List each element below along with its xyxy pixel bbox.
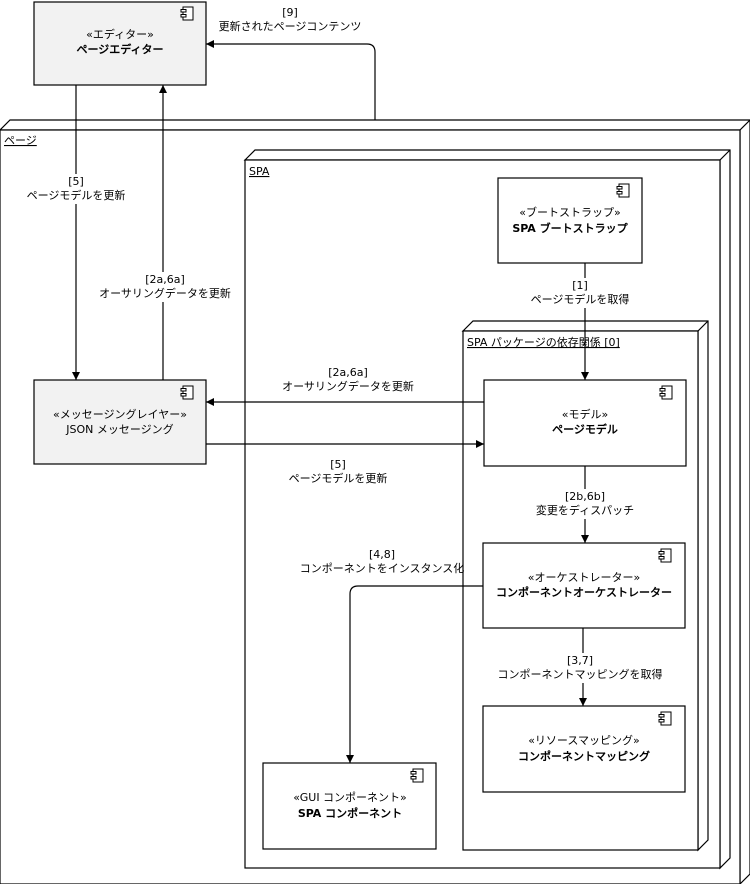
orchestrator-stereotype: «オーケストレーター» xyxy=(528,571,640,584)
model-name: ページモデル xyxy=(552,422,618,436)
edge-2b6b-num: [2b,6b] xyxy=(565,490,605,503)
uml-component-icon xyxy=(658,711,672,726)
component-mapping[interactable]: «リソースマッピング» コンポーネントマッピング xyxy=(482,705,686,793)
component-model[interactable]: «モデル» ページモデル xyxy=(483,379,687,467)
mapping-name: コンポーネントマッピング xyxy=(518,749,650,763)
bootstrap-stereotype: «ブートストラップ» xyxy=(519,205,620,219)
edge-5a-text: ページモデルを更新 xyxy=(27,188,126,202)
component-bootstrap[interactable]: «ブートストラップ» SPA ブートストラップ xyxy=(497,177,643,264)
edge-37-num: [3,7] xyxy=(567,654,593,667)
edge-5b-text: ページモデルを更新 xyxy=(289,471,388,485)
bootstrap-name: SPA ブートストラップ xyxy=(512,221,628,235)
edge-1-text: ページモデルを取得 xyxy=(531,292,630,306)
messaging-name: JSON メッセージング xyxy=(65,422,173,436)
edge-2a-num: [2a,6a] xyxy=(145,273,185,286)
uml-component-icon xyxy=(616,183,630,198)
edge-48-text: コンポーネントをインスタンス化 xyxy=(300,561,465,575)
edge-5a-num: [5] xyxy=(68,175,84,188)
component-gui[interactable]: «GUI コンポーネント» SPA コンポーネント xyxy=(262,762,437,850)
component-orchestrator[interactable]: «オーケストレーター» コンポーネントオーケストレーター xyxy=(482,542,686,629)
edge-9-text: 更新されたページコンテンツ xyxy=(219,19,362,33)
edge-5b-num: [5] xyxy=(330,458,346,471)
uml-component-icon xyxy=(659,385,673,400)
uml-component-icon xyxy=(180,6,194,21)
component-messaging[interactable]: «メッセージングレイヤー» JSON メッセージング xyxy=(33,379,207,465)
uml-component-icon xyxy=(180,385,194,400)
deps-node-label: SPA パッケージの依存関係 [0] xyxy=(467,335,620,349)
uml-component-icon xyxy=(658,548,672,563)
editor-stereotype: «エディター» xyxy=(86,27,154,41)
edge-1-num: [1] xyxy=(572,279,588,292)
spa-node-label: SPA xyxy=(249,165,270,178)
edge-37-text: コンポーネントマッピングを取得 xyxy=(498,667,663,681)
edge-48-num: [4,8] xyxy=(369,548,395,561)
model-stereotype: «モデル» xyxy=(562,407,608,421)
edge-2a-text: オーサリングデータを更新 xyxy=(99,286,231,300)
page-node-label: ページ xyxy=(4,134,37,147)
edge-2b-text: オーサリングデータを更新 xyxy=(282,379,414,393)
component-editor[interactable]: «エディター» ページエディター xyxy=(33,1,207,86)
edge-updated-content xyxy=(206,40,376,120)
mapping-stereotype: «リソースマッピング» xyxy=(528,733,640,747)
uml-component-icon xyxy=(410,768,424,783)
edge-9-num: [9] xyxy=(282,6,298,19)
edge-orchestrator-to-gui xyxy=(346,585,483,763)
edge-2b-num: [2a,6a] xyxy=(328,366,368,379)
editor-name: ページエディター xyxy=(76,42,163,56)
edge-2b6b-text: 変更をディスパッチ xyxy=(536,503,634,517)
gui-name: SPA コンポーネント xyxy=(298,806,402,820)
gui-stereotype: «GUI コンポーネント» xyxy=(293,791,407,804)
orchestrator-name: コンポーネントオーケストレーター xyxy=(496,585,672,599)
messaging-stereotype: «メッセージングレイヤー» xyxy=(53,407,187,421)
